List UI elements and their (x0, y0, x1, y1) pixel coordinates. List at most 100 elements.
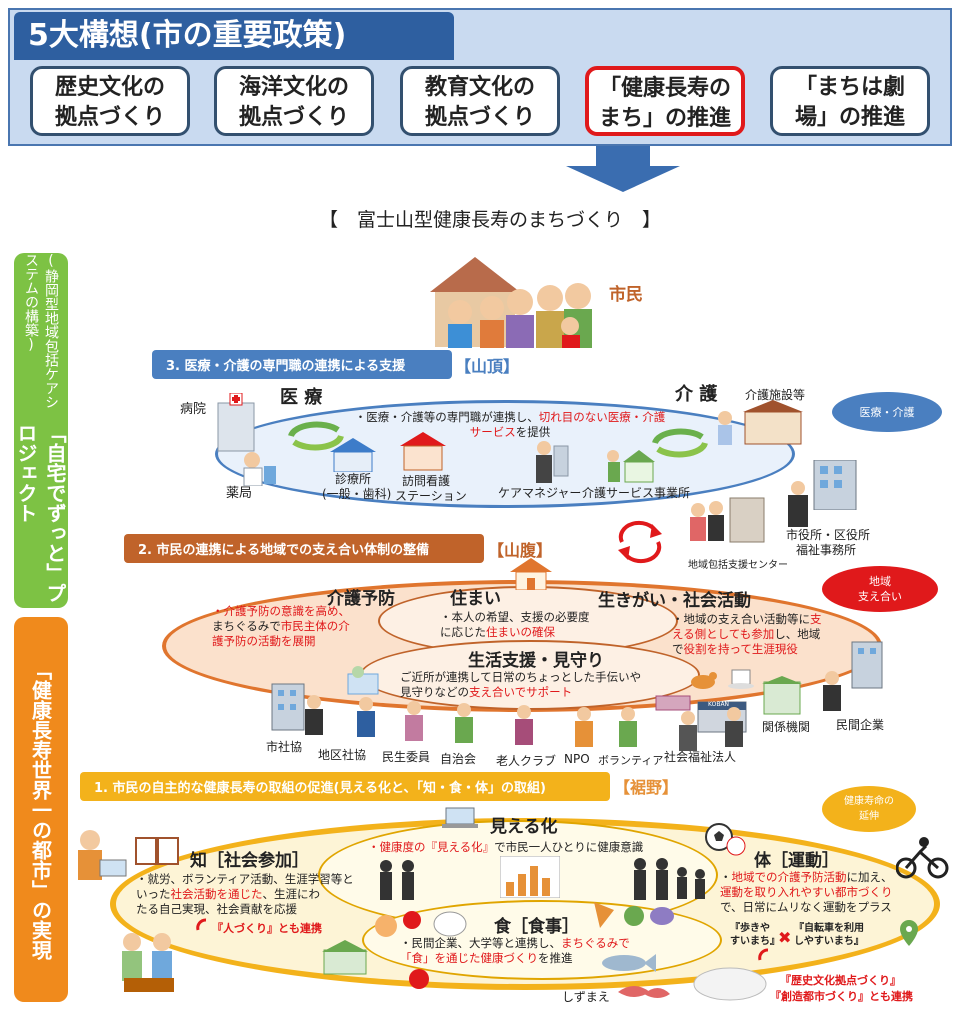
care-heading: 介 護 (675, 380, 717, 406)
person-icon (820, 670, 844, 712)
private-company-label: 民間企業 (836, 716, 884, 733)
policy-line1: 「健康長寿の (589, 74, 741, 104)
basket-icon (654, 690, 694, 712)
map-pin-icon (896, 918, 922, 948)
exercise-heading: 体［運動］ (754, 846, 839, 871)
care-prevention-line: ・介護予防の意識を高め、 (212, 604, 350, 618)
purpose-text-2: し、地域 (774, 627, 820, 641)
person-icon (676, 710, 700, 752)
person-icon (302, 694, 326, 736)
main-title: 【 富士山型健康長寿のまちづくり 】 (280, 205, 700, 232)
diet-text-2r: 「食」を通じた健康づくり (400, 951, 538, 965)
section2-banner: 2. 市民の連携による地域での支え合い体制の整備 (124, 534, 484, 563)
housing-text-1: ・本人の希望、支援の必要度 (440, 610, 590, 624)
visualize-text: ・健康度の『見える化』で市民一人ひとりに健康意識 (368, 840, 698, 855)
person-icon (452, 702, 476, 744)
city-office-label-2: 福祉事務所 (796, 541, 856, 558)
policy-card-ocean[interactable]: 海洋文化の 拠点づくり (214, 66, 374, 136)
purpose-text-3r: 役割を持って生涯現役 (684, 642, 798, 656)
side-bar-world-city: 「健康長寿世界一の都市」の実現 (14, 617, 68, 1002)
policy-line1: 教育文化の (403, 73, 557, 103)
visualize-text-2: で市民一人ひとりに健康意識 (494, 840, 643, 854)
policy-panel-title: 5大構想(市の重要政策) (14, 12, 454, 60)
shakyo-building-icon (270, 680, 306, 732)
purpose-heading: 生きがい・社会活動 (598, 586, 751, 611)
purpose-text-1r: 支 (810, 612, 822, 626)
exchange-arrows-icon (612, 520, 668, 564)
book-icon (134, 834, 180, 866)
shizumae-label: しずまえ (562, 988, 610, 1005)
care-manager-icon (530, 440, 570, 486)
pharmacy-icon (240, 450, 278, 486)
policy-line2: 場」の推進 (773, 103, 927, 133)
visualize-text-1: ・健康度の『見える化』 (368, 840, 494, 854)
baseball-icon (726, 836, 746, 856)
bike-line2: しやすいまち』 (794, 935, 864, 948)
city-office-icon (812, 460, 858, 510)
curved-arrow-icon (756, 948, 772, 964)
school-building-icon (322, 940, 368, 976)
medical-heading: 医 療 (280, 383, 322, 409)
pill-line2: 延伸 (859, 809, 879, 824)
person-icon (402, 700, 426, 742)
bar-graph-icon (500, 856, 560, 898)
section3-tag: 【山頂】 (455, 353, 519, 377)
purpose-text: ・地域の支え合い活動等に支 える側としても参加し、地域 で役割を持って生涯現役 (672, 612, 862, 657)
side-bar-subtitle: (静岡型地域包括ケアシステムの構築) (21, 253, 61, 423)
farmers-icon (114, 930, 184, 996)
person-icon (616, 706, 640, 748)
walkable-city-label: 『歩きや すいまち』 (730, 922, 780, 948)
policy-card-health[interactable]: 「健康長寿の まち」の推進 (585, 66, 745, 136)
purpose-text-1: ・地域の支え合い活動等に (672, 612, 810, 626)
knowledge-text-2: いった (136, 887, 171, 901)
section1-banner: 1. 市民の自主的な健康長寿の取組の促進(見える化と、「知・食・体」の取組) (80, 772, 610, 801)
exercise-text-3: で、日常にムリなく運動をプラス (720, 900, 892, 914)
care-prevention-line: 市民主体の介 (281, 619, 350, 633)
tomato-icon (404, 966, 434, 990)
teacup-icon (728, 664, 758, 690)
clinic-icon (328, 436, 378, 472)
side-bar-home-project: (静岡型地域包括ケアシステムの構築) 「自宅でずっと」プロジェクト (14, 253, 68, 608)
minsei-label: 民生委員 (382, 748, 430, 765)
policy-line1: 海洋文化の (217, 73, 371, 103)
bike-line1: 『自転車を利用 (794, 922, 864, 935)
exercise-text-1: ・ (720, 870, 732, 884)
daily-support-text: ご近所が連携して日常のちょっとした手伝いや 見守りなどの支え合いでサポート (400, 670, 680, 700)
section3-text: ・医療・介護等の専門職が連携し、切れ目のない医療・介護 サービスを提供 (340, 410, 680, 440)
care-office-label: 介護サービス事業所 (582, 484, 690, 501)
volunteer-label: ボランティア (598, 752, 663, 768)
policy-line2: 拠点づくり (217, 103, 371, 133)
company-building-icon (850, 640, 884, 690)
section3-text-d: を提供 (516, 425, 551, 439)
support-center-label: 地域包括支援センター (688, 556, 788, 571)
housing-text-2: に応じた (440, 625, 486, 639)
link-history-label: 『歴史文化拠点づくり』 (780, 972, 901, 988)
person-icon (354, 696, 378, 738)
section3-text-a: ・医療・介護等の専門職が連携し、 (355, 410, 539, 424)
citizens-label: 市民 (609, 280, 643, 305)
purpose-text-3: で (672, 642, 684, 656)
care-manager-label: ケアマネジャー (498, 484, 581, 501)
policy-card-theater[interactable]: 「まちは劇 場」の推進 (770, 66, 930, 136)
daily-support-text-1: ご近所が連携して日常のちょっとした手伝いや (400, 670, 641, 684)
elderly-reading-icon (70, 826, 130, 886)
policy-card-education[interactable]: 教育文化の 拠点づくり (400, 66, 560, 136)
care-prevention-line: 護予防の活動を展開 (212, 634, 316, 648)
daily-support-text-3: 支え合いでサポート (469, 685, 572, 699)
knowledge-text-1: ・就労、ボランティア活動、生涯学習等と (136, 872, 354, 886)
medical-care-pill: 医療・介護 (832, 392, 942, 432)
housing-text-3: 住まいの確保 (486, 625, 555, 639)
diet-text-1: ・民間企業、大学等と連携し、 (400, 936, 561, 950)
shrimp-icon (614, 980, 674, 1004)
person-icon (512, 704, 536, 746)
house-icon (508, 556, 554, 590)
policy-card-history[interactable]: 歴史文化の 拠点づくり (30, 66, 190, 136)
hospital-icon (216, 393, 256, 453)
cycle-arrows-icon (650, 425, 710, 459)
section3-text-c: サービス (470, 425, 516, 439)
people-silhouette-icon (374, 858, 424, 902)
official-person-icon (782, 480, 814, 530)
pill-line2: 支え合い (858, 589, 902, 604)
support-center-icon (686, 494, 766, 550)
walkable-line2: すいまち』 (730, 935, 780, 948)
